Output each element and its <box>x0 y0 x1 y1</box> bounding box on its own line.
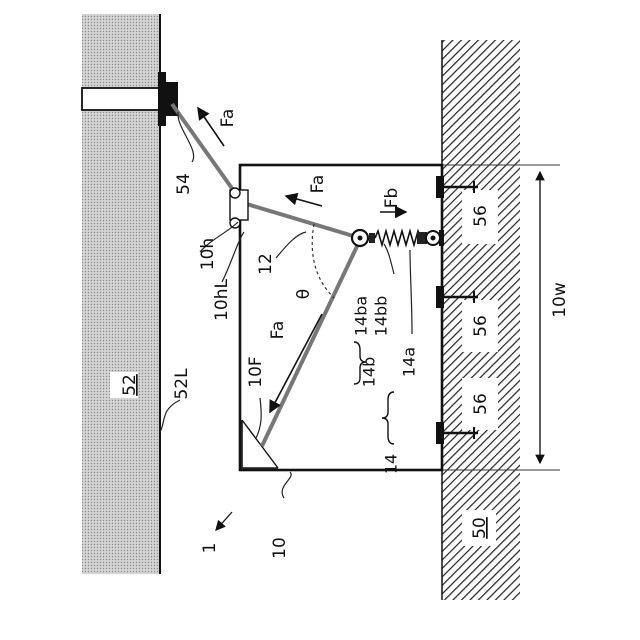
label-strap: 12 <box>256 253 276 275</box>
label-wall-surface: 52L <box>172 368 192 400</box>
label-bracket: 54 <box>174 173 194 195</box>
label-tensioner: 14 <box>382 454 401 474</box>
label-hinge: 10h <box>198 238 218 270</box>
angle-arc <box>312 224 334 298</box>
reference-labels: 52L 54 Fa Fa Fa Fb 10h 10hL 12 θ 10F 14b… <box>172 109 419 559</box>
label-spring-bb: 14bb <box>372 296 391 337</box>
label-force-a-mid: Fa <box>308 175 328 194</box>
label-force-a-top: Fa <box>218 109 238 128</box>
label-force-b: Fb <box>382 188 402 209</box>
label-fastener-2: 56 <box>471 315 491 337</box>
label-system: 1 <box>200 543 220 554</box>
label-hinge-lower: 10hL <box>212 279 232 321</box>
label-fastener-1: 56 <box>471 205 491 227</box>
label-spring-b: 14b <box>360 357 379 388</box>
fastener-boxes: 56 56 56 <box>462 190 498 430</box>
label-spring-a: 14a <box>400 347 419 377</box>
label-cabinet: 10 <box>270 537 290 559</box>
label-angle: θ <box>294 289 314 299</box>
label-floor: 50 <box>470 517 490 539</box>
label-spring-ba: 14ba <box>352 296 371 336</box>
tensioner-spring <box>352 230 444 246</box>
label-fastener-3: 56 <box>471 393 491 415</box>
label-width: 10w <box>550 282 570 318</box>
hinge-10h <box>230 188 248 228</box>
label-wall: 52 <box>120 374 140 396</box>
label-force-a-low: Fa <box>268 321 288 340</box>
label-corner: 10F <box>246 356 266 387</box>
